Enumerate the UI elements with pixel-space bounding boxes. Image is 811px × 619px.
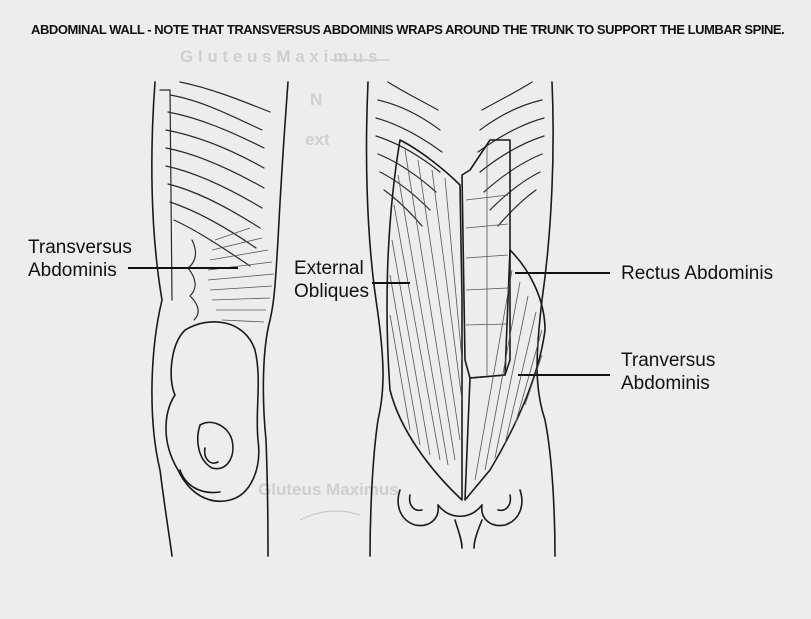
label-line: Obliques: [294, 280, 369, 303]
label-side-transversus: Transversus Abdominis: [28, 236, 132, 282]
label-line: Abdominis: [28, 259, 132, 282]
front-ribs-left: [376, 82, 442, 226]
label-line: Transversus: [28, 236, 132, 259]
svg-text:Gluteus Maximus: Gluteus Maximus: [258, 480, 399, 499]
label-line: External: [294, 257, 369, 280]
rectus-abdominis-muscle: [462, 140, 510, 378]
svg-text:N: N: [310, 90, 322, 109]
svg-text:G l u t e u s M a x i m u s: G l u t e u s M a x i m u s: [180, 47, 377, 66]
side-pelvis: [166, 322, 259, 501]
external-obliques-muscle: [387, 140, 462, 500]
svg-text:ext: ext: [305, 130, 330, 149]
side-ribs: [166, 82, 270, 266]
side-view-torso: [152, 82, 288, 556]
label-front-transversus: Tranversus Abdominis: [621, 349, 715, 395]
label-line: Abdominis: [621, 372, 715, 395]
label-external-obliques: External Obliques: [294, 257, 369, 303]
front-ribs-right: [478, 82, 544, 226]
side-transversus-muscle: [208, 228, 274, 322]
label-line: Tranversus: [621, 349, 715, 372]
label-rectus-abdominis: Rectus Abdominis: [621, 262, 773, 285]
